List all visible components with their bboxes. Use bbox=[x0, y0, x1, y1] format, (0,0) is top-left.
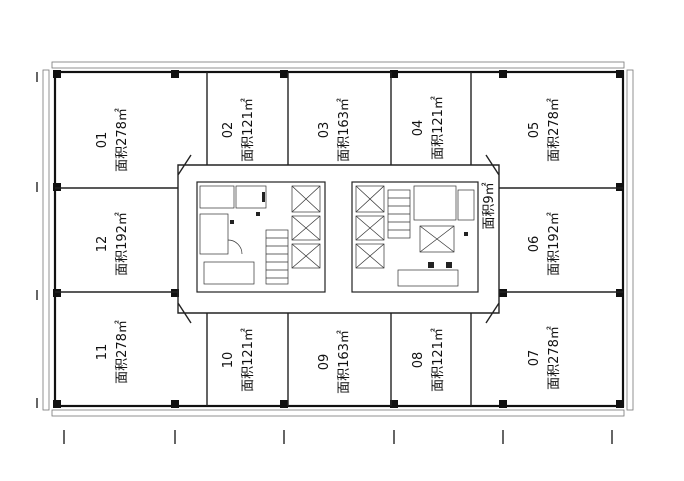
unit-03-number: 03 bbox=[317, 122, 332, 139]
unit-06: 06 面积192㎡ bbox=[527, 212, 562, 276]
unit-10-area: 面积121㎡ bbox=[241, 328, 256, 392]
corridor bbox=[177, 154, 500, 324]
unit-11-area: 面积278㎡ bbox=[115, 320, 130, 384]
unit-10-number: 10 bbox=[221, 352, 236, 369]
unit-05-area: 面积278㎡ bbox=[547, 98, 562, 162]
unit-09-number: 09 bbox=[317, 354, 332, 371]
unit-07: 07 面积278㎡ bbox=[527, 326, 562, 390]
unit-06-area: 面积192㎡ bbox=[547, 212, 562, 276]
columns bbox=[53, 70, 624, 408]
unit-02-number: 02 bbox=[221, 122, 236, 139]
unit-07-number: 07 bbox=[527, 350, 542, 367]
outer-wall bbox=[53, 70, 625, 408]
window-strips bbox=[42, 61, 634, 417]
unit-01: 01 面积278㎡ bbox=[95, 108, 130, 172]
unit-02: 02 面积121㎡ bbox=[221, 98, 256, 162]
unit-09-area: 面积163㎡ bbox=[337, 330, 352, 394]
axis-ticks bbox=[36, 72, 613, 444]
core bbox=[196, 181, 479, 293]
unit-01-area: 面积278㎡ bbox=[115, 108, 130, 172]
unit-01-number: 01 bbox=[95, 132, 110, 149]
unit-05-number: 05 bbox=[527, 122, 542, 139]
unit-07-area: 面积278㎡ bbox=[547, 326, 562, 390]
unit-08-area: 面积121㎡ bbox=[431, 328, 446, 392]
unit-11-number: 11 bbox=[95, 344, 110, 361]
unit-03-area: 面积163㎡ bbox=[337, 98, 352, 162]
unit-04-number: 04 bbox=[411, 120, 426, 137]
unit-04: 04 面积121㎡ bbox=[411, 96, 446, 160]
unit-12-area: 面积192㎡ bbox=[115, 212, 130, 276]
unit-09: 09 面积163㎡ bbox=[317, 330, 352, 394]
unit-02-area: 面积121㎡ bbox=[241, 98, 256, 162]
unit-labels: 01 面积278㎡ 02 面积121㎡ 03 面积163㎡ 04 面积121㎡ … bbox=[95, 96, 562, 394]
partitions bbox=[55, 72, 623, 406]
unit-05: 05 面积278㎡ bbox=[527, 98, 562, 162]
extra-area-label: 面积9㎡ bbox=[482, 182, 497, 229]
unit-10: 10 面积121㎡ bbox=[221, 328, 256, 392]
unit-04-area: 面积121㎡ bbox=[431, 96, 446, 160]
unit-03: 03 面积163㎡ bbox=[317, 98, 352, 162]
unit-12: 12 面积192㎡ bbox=[95, 212, 130, 276]
unit-08: 08 面积121㎡ bbox=[411, 328, 446, 392]
unit-11: 11 面积278㎡ bbox=[95, 320, 130, 384]
unit-06-number: 06 bbox=[527, 236, 542, 253]
unit-08-number: 08 bbox=[411, 352, 426, 369]
unit-12-number: 12 bbox=[95, 236, 110, 253]
